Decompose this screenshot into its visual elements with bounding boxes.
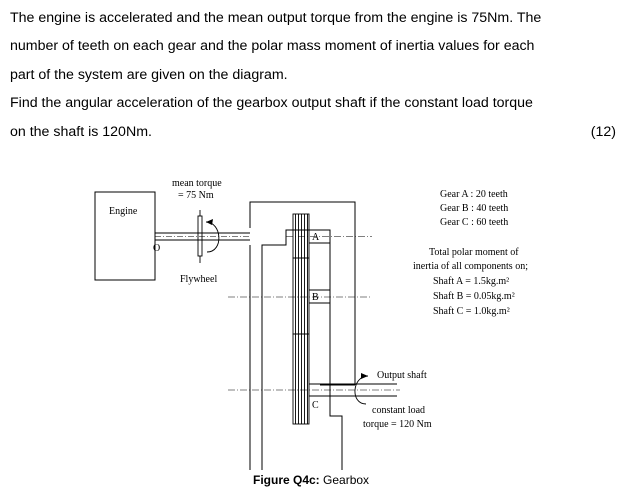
- engine-torque-arrowhead-icon: [206, 219, 213, 225]
- gear-c-teeth: Gear C : 60 teeth: [440, 217, 508, 228]
- output-shaft-label: Output shaft: [377, 370, 427, 381]
- gear-c-marker: C: [312, 400, 319, 411]
- flywheel: [197, 210, 203, 263]
- load-torque-arrowhead-icon: [361, 373, 368, 379]
- marks-label: (12): [590, 123, 616, 140]
- gear-a: [292, 213, 330, 259]
- engine-label: Engine: [109, 206, 138, 217]
- shaft-c-inertia: Shaft C = 1.0kg.m²: [433, 306, 510, 317]
- origin-marker: O: [153, 243, 160, 254]
- question-line-5: on the shaft is 120Nm.: [10, 123, 152, 140]
- gear-b-teeth: Gear B : 40 teeth: [440, 203, 508, 214]
- question-line-4: Find the angular acceleration of the gea…: [10, 95, 533, 112]
- question-line-1: The engine is accelerated and the mean o…: [10, 10, 542, 26]
- inertia-heading-1: Total polar moment of: [429, 247, 519, 258]
- flywheel-label: Flywheel: [180, 274, 217, 285]
- load-label-1: constant load: [372, 405, 425, 416]
- figure-caption-rest: Gearbox: [320, 473, 369, 487]
- shaft-b-inertia: Shaft B = 0.05kg.m²: [433, 291, 515, 302]
- mean-torque-label-2: = 75 Nm: [178, 190, 214, 201]
- mean-torque-label-1: mean torque: [172, 178, 222, 189]
- shaft-a-inertia: Shaft A = 1.5kg.m²: [433, 276, 509, 287]
- inertia-heading-2: inertia of all components on;: [413, 261, 528, 272]
- question-text: The engine is accelerated and the mean o…: [10, 4, 616, 146]
- question-line-3: part of the system are given on the diag…: [10, 66, 288, 83]
- question-line-2: number of teeth on each gear and the pol…: [10, 38, 535, 55]
- question-line-5-row: on the shaft is 120Nm. (12): [10, 118, 616, 146]
- engine-torque-arrow-icon: [205, 221, 220, 253]
- figure-caption-bold: Figure Q4c:: [253, 473, 320, 487]
- gear-c: [292, 333, 310, 425]
- engine-shaft: [155, 232, 250, 241]
- figure-caption: Figure Q4c: Gearbox: [253, 473, 369, 487]
- gear-a-teeth: Gear A : 20 teeth: [440, 189, 508, 200]
- gear-b-marker: B: [312, 292, 319, 303]
- centre-lines: [228, 236, 400, 391]
- load-label-2: torque = 120 Nm: [363, 419, 432, 430]
- gear-a-marker: A: [312, 232, 320, 243]
- engine-box: [94, 191, 156, 281]
